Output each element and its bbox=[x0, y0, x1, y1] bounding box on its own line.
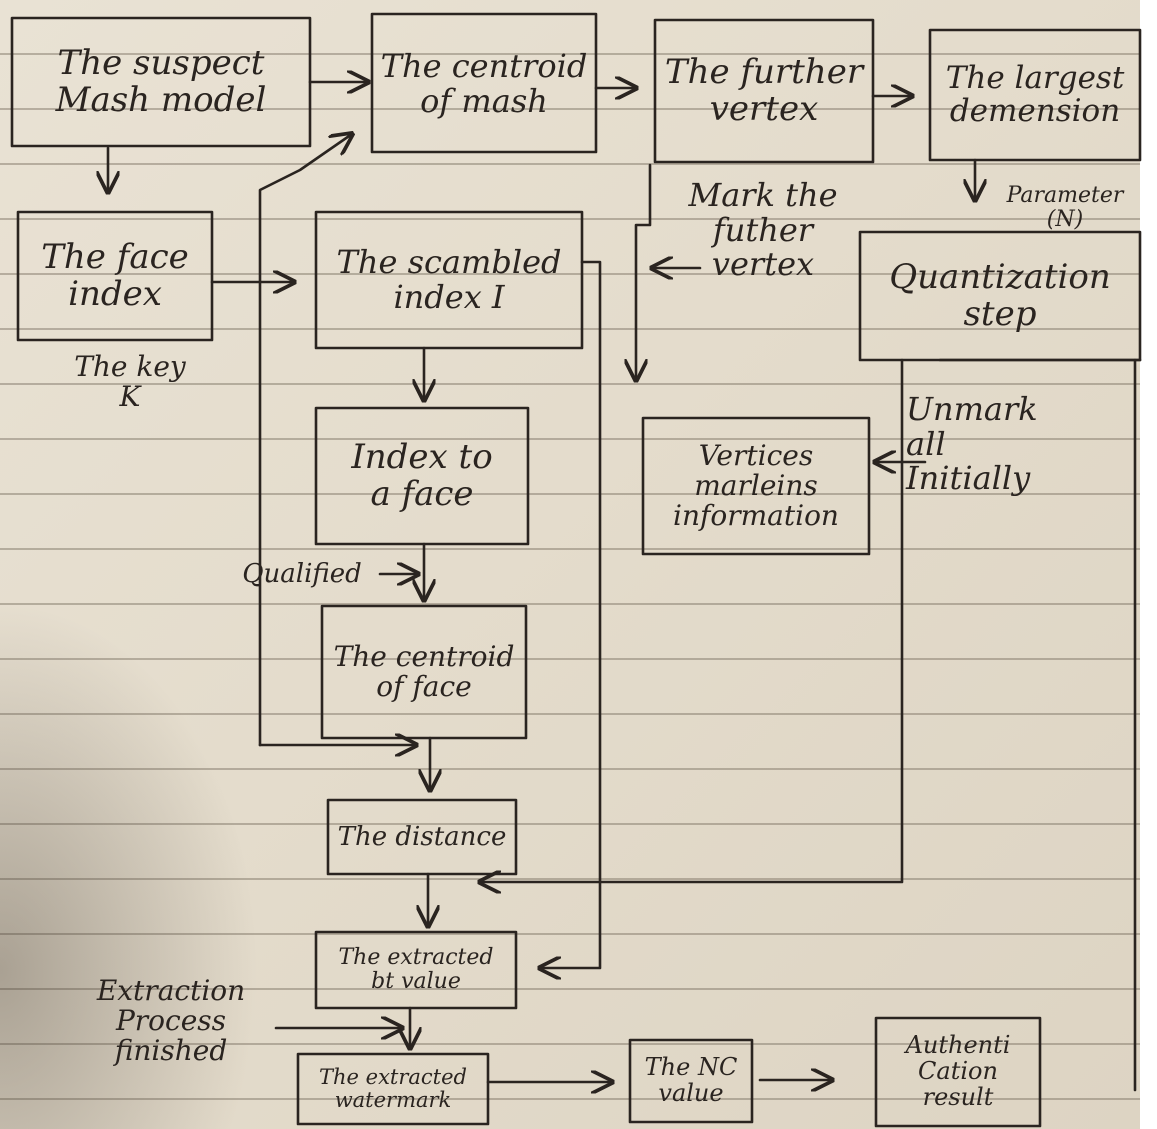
box-extracted-watermark bbox=[296, 1052, 490, 1126]
box-largest-dimension bbox=[928, 28, 1142, 162]
node-largest-dimension: The largest demension bbox=[945, 59, 1125, 129]
box-vertices-marking bbox=[641, 416, 871, 556]
node-suspect-model: The suspect Mash model bbox=[55, 43, 267, 120]
node-centroid-mesh: The centroid of mash bbox=[380, 47, 588, 120]
node-nc-value: The NC value bbox=[644, 1053, 738, 1107]
node-quantization-step: Quantization step bbox=[889, 257, 1111, 334]
node-extracted-bit: The extracted bt value bbox=[338, 945, 494, 994]
node-vertices-marking: Vertices marleins information bbox=[673, 438, 839, 533]
line-scrambled-to-bit bbox=[540, 260, 602, 968]
box-scrambled-index bbox=[314, 210, 584, 350]
label-mark-further: Mark the futher vertex bbox=[688, 176, 838, 284]
box-distance bbox=[326, 798, 518, 876]
label-parameter: Parameter (N) bbox=[1006, 183, 1124, 232]
box-index-to-face bbox=[314, 406, 530, 546]
label-unmark: Unmark all Initially bbox=[906, 390, 1038, 498]
node-further-vertex: The further vertex bbox=[664, 52, 864, 129]
node-centroid-face: The centroid of face bbox=[333, 639, 515, 703]
node-distance: The distance bbox=[337, 821, 507, 852]
box-centroid-mesh bbox=[370, 12, 598, 154]
label-key: The key K bbox=[74, 349, 186, 413]
paper-shadow bbox=[0, 600, 260, 1129]
box-nc-value bbox=[628, 1038, 754, 1124]
box-face-index bbox=[16, 210, 214, 342]
page-edge bbox=[1140, 0, 1157, 1129]
line-quant-to-distance bbox=[480, 358, 904, 882]
box-further-vertex bbox=[653, 18, 875, 164]
box-extracted-bit bbox=[314, 930, 518, 1010]
box-centroid-face bbox=[320, 604, 528, 740]
node-extracted-watermark: The extracted watermark bbox=[319, 1065, 467, 1112]
node-index-to-face: Index to a face bbox=[351, 437, 493, 514]
label-extraction-finished: Extraction Process finished bbox=[96, 973, 246, 1068]
line-mark-vertex bbox=[636, 163, 652, 380]
line-qualified-loop bbox=[258, 134, 352, 747]
label-qualified: Qualified bbox=[242, 558, 362, 589]
box-authentication bbox=[874, 1016, 1042, 1128]
node-scrambled-index: The scambled index I bbox=[336, 243, 562, 316]
node-authentication: Authenti Cation result bbox=[905, 1031, 1011, 1111]
node-face-index: The face index bbox=[41, 237, 189, 314]
